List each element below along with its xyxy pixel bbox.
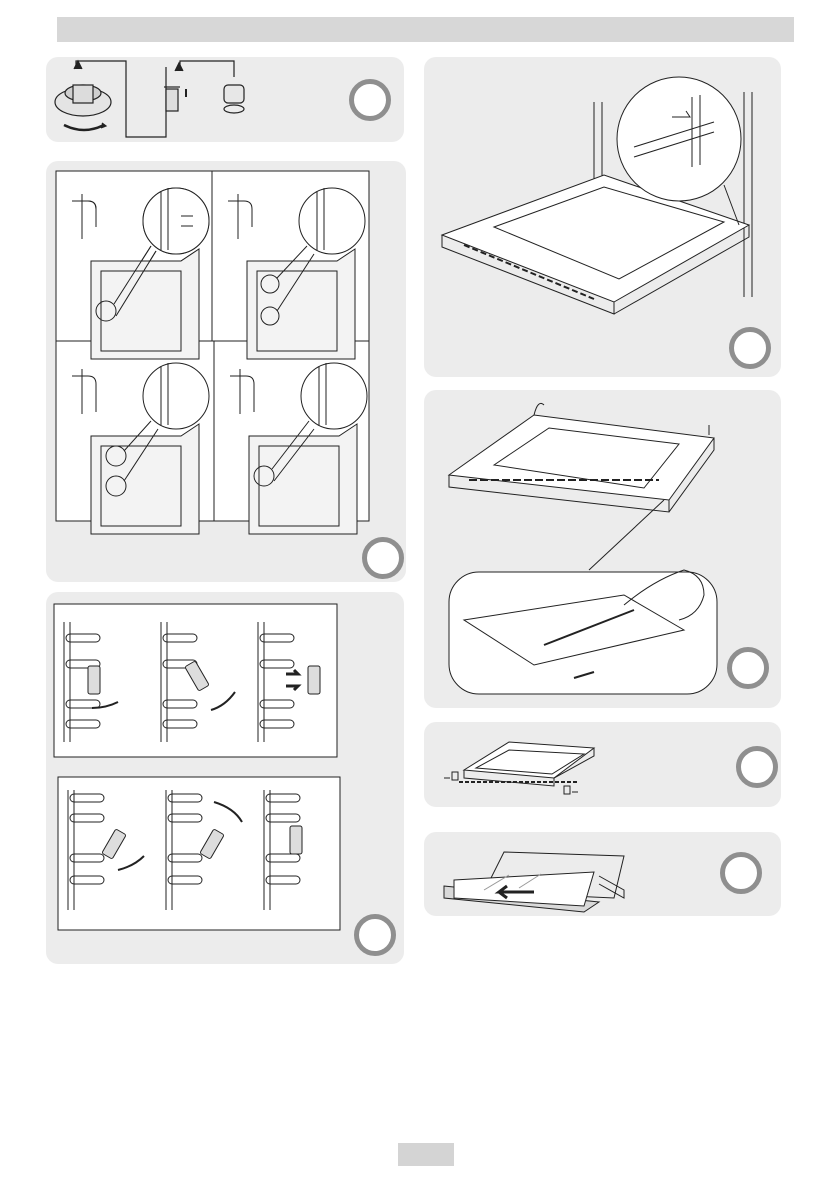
step-circle <box>727 647 769 689</box>
door-hinge-illustration <box>424 57 781 377</box>
step-circle <box>720 852 762 894</box>
door-trim-illustration <box>424 722 781 807</box>
step-circle <box>736 746 778 788</box>
panel-door-screw-removal <box>424 390 781 708</box>
panel-shelf-support-positions <box>46 161 406 582</box>
page-number-box <box>398 1143 454 1166</box>
shelf-support-illustration <box>46 161 406 582</box>
step-circle <box>362 537 404 579</box>
panel-door-hinge-lock <box>424 57 781 377</box>
panel-door-glass-removal <box>424 832 781 916</box>
step-circle <box>354 914 396 956</box>
header-bar <box>57 17 794 42</box>
panel-side-rack-removal <box>46 592 404 964</box>
step-circle <box>349 79 391 121</box>
panel-lamp-cover-removal <box>46 57 404 142</box>
step-circle <box>729 327 771 369</box>
panel-door-trim-removal <box>424 722 781 807</box>
side-rack-illustration <box>46 592 404 964</box>
